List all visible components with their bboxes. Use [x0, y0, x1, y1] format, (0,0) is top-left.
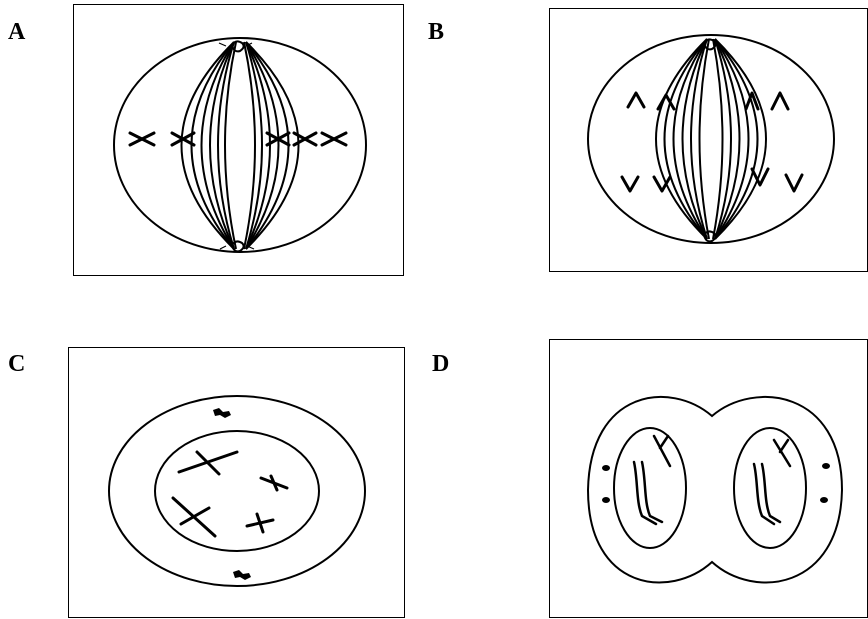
centriole-top	[232, 41, 244, 51]
centrosome	[822, 463, 830, 469]
chromosome	[294, 133, 316, 145]
cell-membrane	[588, 35, 834, 243]
chromosome	[173, 498, 215, 536]
chromatid-down	[786, 175, 802, 191]
centrosome-bottom	[233, 570, 251, 580]
metaphase-drawing	[74, 5, 405, 277]
chromosome	[322, 133, 346, 145]
nucleus-left	[614, 428, 686, 548]
anaphase-drawing	[550, 9, 868, 273]
dividing-cell-membrane	[588, 397, 842, 583]
spindle-fiber	[192, 42, 235, 249]
label-c: C	[8, 352, 25, 376]
label-d: D	[432, 352, 449, 376]
centrosome-top	[213, 408, 231, 418]
nucleus-right	[734, 428, 806, 548]
panel-d-telophase	[549, 339, 868, 618]
chromatid-up	[628, 93, 644, 107]
chromosome	[642, 462, 662, 522]
telophase-drawing	[550, 340, 868, 619]
chromosome	[780, 440, 788, 452]
panel-a-metaphase	[73, 4, 404, 276]
prophase-drawing	[69, 348, 406, 619]
spindle-fiber	[700, 39, 710, 239]
chromosome	[774, 440, 790, 466]
cell-membrane	[109, 396, 365, 586]
spindle-fiber	[713, 39, 723, 239]
chromatid-up	[772, 93, 788, 109]
chromatid-down	[622, 177, 638, 191]
chromosome	[762, 464, 780, 522]
centrosome	[602, 497, 610, 503]
spindle-fiber	[665, 39, 708, 239]
chromosome	[660, 436, 668, 448]
chromosome	[179, 452, 237, 474]
label-b: B	[428, 20, 444, 44]
panel-c-prophase	[68, 347, 405, 618]
chromosome	[654, 436, 670, 466]
centrosome	[602, 465, 610, 471]
label-a: A	[8, 20, 25, 44]
chromosome	[130, 133, 154, 145]
panel-b-anaphase	[549, 8, 868, 272]
spindle-fiber	[715, 39, 758, 239]
centrosome	[820, 497, 828, 503]
chromosome	[247, 514, 273, 532]
chromosome	[261, 476, 287, 490]
nuclear-envelope	[155, 431, 319, 551]
